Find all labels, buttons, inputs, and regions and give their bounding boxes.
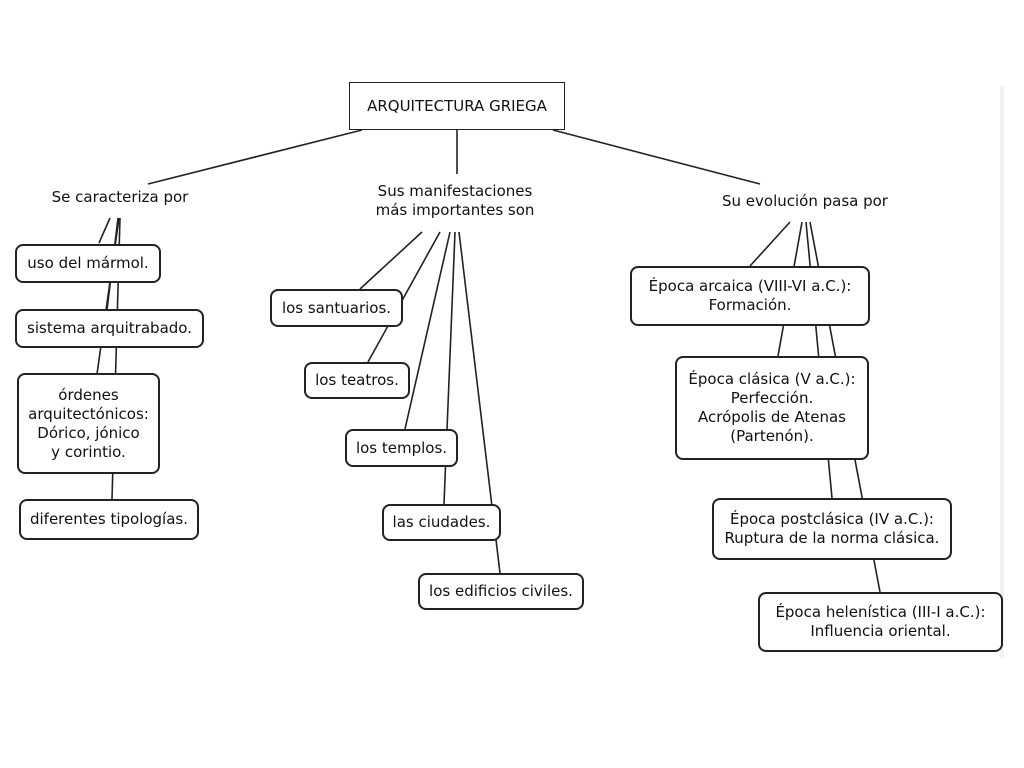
node-epoca-helenistica: Época helenística (III-I a.C.): Influenc… xyxy=(758,592,1003,652)
node-uso-del-marmol: uso del mármol. xyxy=(15,244,161,283)
root-node: ARQUITECTURA GRIEGA xyxy=(349,82,565,130)
node-ciudades: las ciudades. xyxy=(382,504,501,541)
link-man-1 xyxy=(359,231,423,290)
branch-label-evolucion: Su evolución pasa por xyxy=(722,192,888,210)
link-man-3 xyxy=(404,231,451,430)
link-root-caracteristicas xyxy=(147,129,363,185)
node-templos: los templos. xyxy=(345,429,458,467)
node-epoca-arcaica: Época arcaica (VIII-VI a.C.): Formación. xyxy=(630,266,870,326)
branch-label-caracteristicas: Se caracteriza por xyxy=(51,188,189,206)
node-ordenes-arquitectonicos: órdenes arquitectónicos: Dórico, jónico … xyxy=(17,373,160,474)
node-teatros: los teatros. xyxy=(304,362,410,399)
link-evo-1 xyxy=(749,221,791,267)
node-santuarios: los santuarios. xyxy=(270,289,403,327)
node-epoca-clasica: Época clásica (V a.C.): Perfección. Acró… xyxy=(675,356,869,460)
page-edge-shadow xyxy=(1000,86,1004,658)
node-edificios-civiles: los edificios civiles. xyxy=(418,573,584,610)
branch-label-manifestaciones: Sus manifestaciones más importantes son xyxy=(375,182,535,219)
node-diferentes-tipologias: diferentes tipologías. xyxy=(19,499,199,540)
link-root-evolucion xyxy=(552,129,761,185)
node-sistema-arquitrabado: sistema arquitrabado. xyxy=(15,309,204,348)
link-car-1 xyxy=(98,217,111,244)
node-epoca-postclasica: Época postclásica (IV a.C.): Ruptura de … xyxy=(712,498,952,560)
link-man-2 xyxy=(367,231,441,363)
